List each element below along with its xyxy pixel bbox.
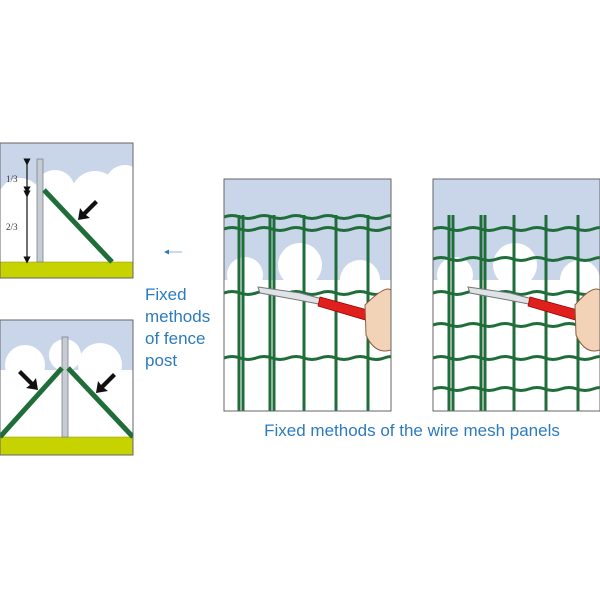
wire-mesh-panel-2 <box>433 179 600 411</box>
hand <box>574 288 600 352</box>
hand <box>364 288 391 352</box>
pliers-icon <box>257 286 391 352</box>
fraction-bottom: 2/3 <box>6 222 18 232</box>
fence-post-single-brace-panel: 1/3 2/3 <box>0 143 133 278</box>
arrow-icon <box>78 200 98 220</box>
brace-right <box>66 366 133 439</box>
pliers-icon <box>467 286 600 352</box>
pointer-arrow-icon <box>164 249 182 255</box>
brace <box>42 188 114 264</box>
fence-post <box>61 336 69 438</box>
brace-left <box>0 366 64 439</box>
fence-post-double-brace-panel <box>0 320 133 455</box>
fence-post <box>36 158 44 263</box>
mesh-panels-caption: Fixed methods of the wire mesh panels <box>264 421 560 440</box>
fraction-top: 1/3 <box>6 174 18 184</box>
wire-mesh-panel-1 <box>224 179 391 411</box>
arrow-icon <box>96 373 116 393</box>
ground <box>0 261 133 278</box>
ground <box>0 436 133 455</box>
arrow-icon <box>18 370 38 390</box>
fence-post-caption: Fixed methods of fence post <box>145 285 211 370</box>
